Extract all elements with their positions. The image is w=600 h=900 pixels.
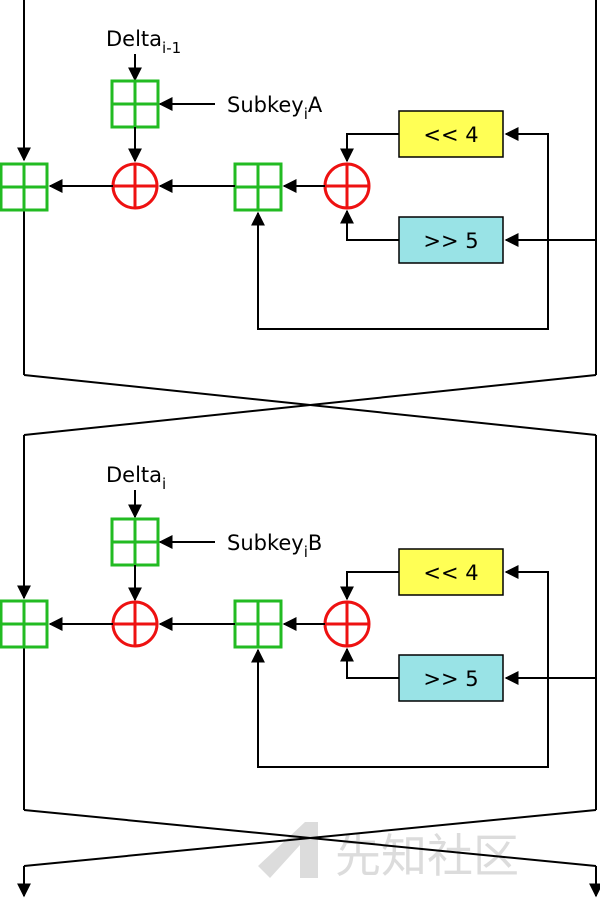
subkey-label: SubkeyiB: [227, 531, 322, 561]
right-to-shift-left-arrow: [504, 127, 549, 240]
round-2: Deltai SubkeyiB: [0, 435, 600, 898]
shift-left-box: [398, 110, 504, 158]
adder-left-output: [0, 162, 49, 212]
adder-middle: [233, 162, 283, 212]
shift-left-label: << 4: [423, 561, 478, 585]
adder-delta-subkey: [110, 517, 160, 567]
delta-label: Deltai-1: [106, 27, 181, 57]
shift-right-box: [398, 654, 504, 702]
xor-shift: [323, 162, 371, 210]
xor-shift: [323, 600, 371, 648]
shift-left-to-xor-arrow: [340, 571, 399, 601]
adder-middle: [233, 599, 283, 649]
xor-main: [111, 162, 159, 210]
right-to-shift-left-arrow: [504, 565, 549, 678]
adder-left-output: [0, 599, 49, 649]
cross-line-b: [23, 809, 597, 867]
shift-right-box: [398, 216, 504, 264]
shift-right-label: >> 5: [423, 229, 478, 253]
shift-right-label: >> 5: [423, 667, 478, 691]
right-to-middle-adder-arrow: [251, 648, 549, 768]
cross-line-b: [23, 374, 597, 436]
adder-delta-subkey: [110, 79, 160, 129]
delta-label: Deltai: [106, 463, 166, 493]
round-1: Deltai-1 SubkeyiA: [0, 0, 597, 436]
subkey-label: SubkeyiA: [227, 93, 323, 123]
shift-left-to-xor-arrow: [340, 133, 399, 163]
shift-right-to-xor-arrow: [340, 209, 399, 241]
shift-left-box: [398, 548, 504, 596]
shift-right-to-xor-arrow: [340, 647, 399, 679]
xor-main: [111, 600, 159, 648]
shift-left-label: << 4: [423, 123, 478, 147]
watermark-logo-icon: [258, 822, 318, 878]
right-to-middle-adder-arrow: [251, 211, 549, 330]
